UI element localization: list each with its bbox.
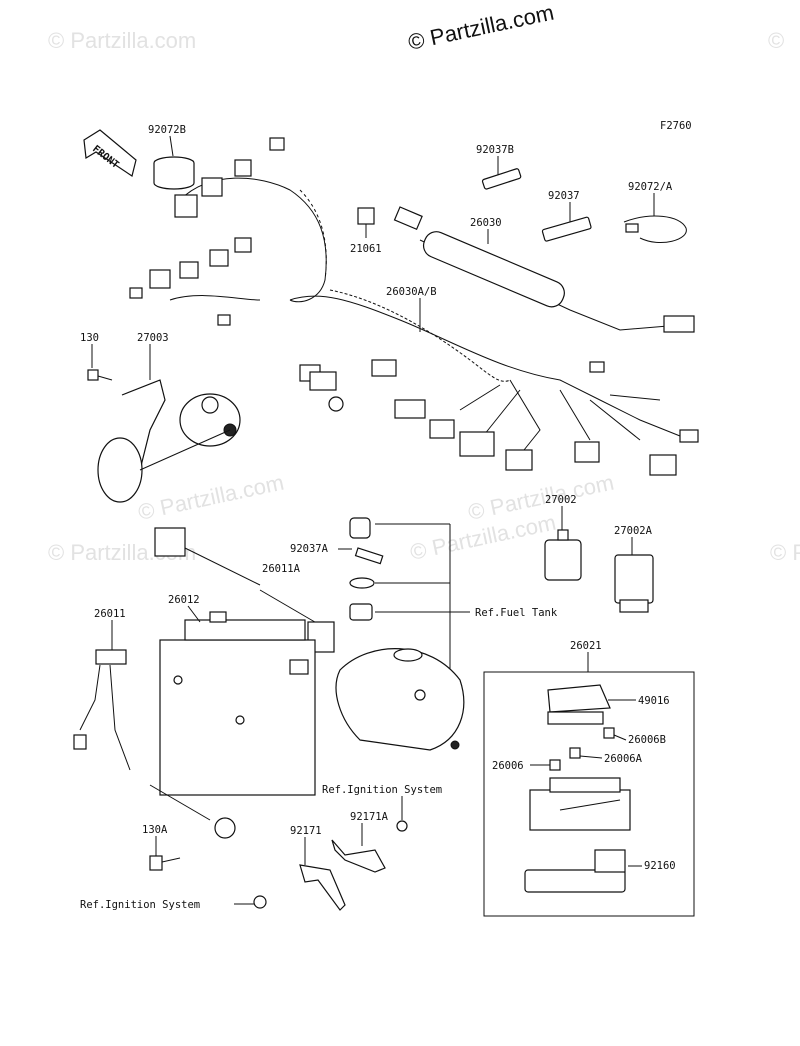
bolt-130-icon <box>87 369 113 381</box>
label-26011a: 26011A <box>262 563 301 575</box>
label-92037a: 92037A <box>290 543 329 555</box>
diagram-code: F2760 <box>660 120 692 132</box>
bracket-92171a-icon <box>331 820 408 873</box>
watermark: © Partzilla.com <box>48 28 196 53</box>
label-92160: 92160 <box>644 860 676 872</box>
copyright-watermark: © Partzilla.com <box>406 0 556 55</box>
label-92037b: 92037B <box>476 144 514 156</box>
label-27003: 27003 <box>137 332 169 344</box>
ring-92072b-icon <box>153 156 195 190</box>
bracket-92171-icon <box>253 864 346 911</box>
ref-ignition-system-2: Ref.Ignition System <box>80 899 200 911</box>
ref-fuel-tank: Ref.Fuel Tank <box>475 607 558 619</box>
label-26011: 26011 <box>94 608 126 620</box>
label-26006a: 26006A <box>604 753 643 765</box>
label-26021: 26021 <box>570 640 602 652</box>
label-26030: 26030 <box>470 217 502 229</box>
cable-26011-icon <box>73 649 236 839</box>
label-92171: 92171 <box>290 825 322 837</box>
label-49016: 49016 <box>638 695 670 707</box>
label-26006b: 26006B <box>628 734 666 746</box>
label-92037: 92037 <box>548 190 580 202</box>
cable-26011a-icon <box>154 527 335 653</box>
label-27002: 27002 <box>545 494 577 506</box>
front-arrow-icon: FRONT <box>83 129 137 177</box>
wiring-harness-icon <box>129 137 699 476</box>
label-26030ab: 26030A/B <box>386 286 437 298</box>
label-26006: 26006 <box>492 760 524 772</box>
label-92072b: 92072B <box>148 124 186 136</box>
horn-27003-icon <box>97 379 241 503</box>
fuse-box-group-frame <box>483 671 695 917</box>
battery-26012-icon <box>159 611 316 796</box>
cable-tie-92072a-icon <box>623 215 687 244</box>
watermark: © Partzilla.com <box>136 470 286 525</box>
label-130: 130 <box>80 332 99 344</box>
relay-27002-icon <box>544 529 582 581</box>
fuel-tank-hardware-icon <box>349 517 470 680</box>
fuel-tank-icon <box>335 648 465 751</box>
watermark: © Partzilla.com <box>770 540 800 565</box>
label-26012: 26012 <box>168 594 200 606</box>
label-27002a: 27002A <box>614 525 653 537</box>
label-21061: 21061 <box>350 243 382 255</box>
label-130a: 130A <box>142 824 168 836</box>
relay-27002a-icon <box>614 554 654 613</box>
fuse-box-26021-icon <box>524 684 631 893</box>
clip-92037-icon <box>541 216 592 242</box>
bolt-130a-icon <box>149 855 181 871</box>
ref-ignition-system-1: Ref.Ignition System <box>322 784 442 796</box>
watermark: © <box>768 28 784 53</box>
label-92171a: 92171A <box>350 811 389 823</box>
label-92072a: 92072/A <box>628 181 673 193</box>
clip-92037b-icon <box>481 168 522 190</box>
connector-21061-icon <box>357 207 375 225</box>
